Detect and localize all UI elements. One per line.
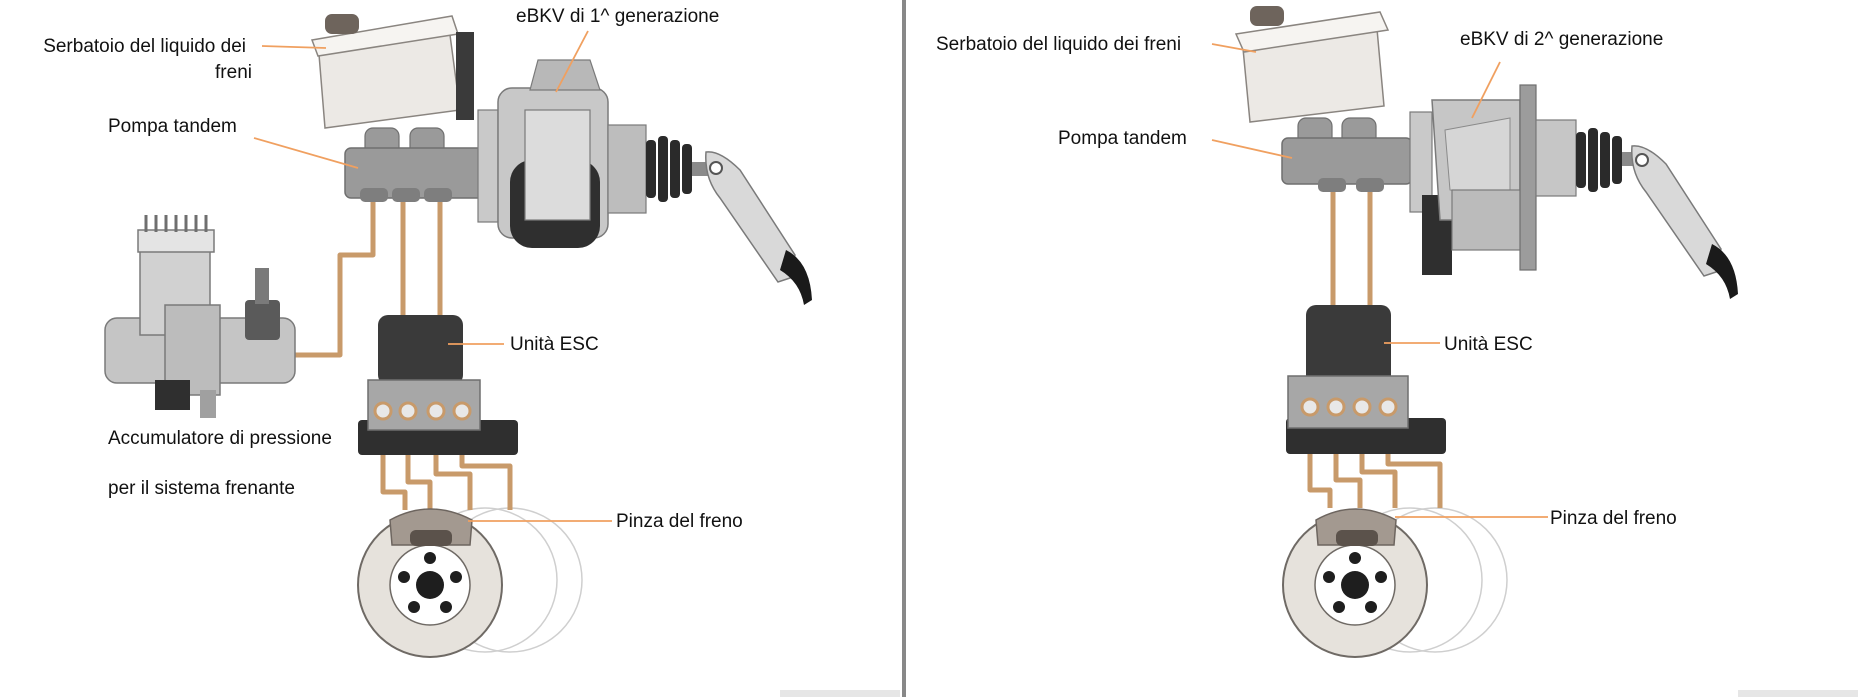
brake-fluid-reservoir bbox=[1234, 6, 1390, 123]
label-tandem-pump: Pompa tandem bbox=[1058, 128, 1187, 149]
esc-unit bbox=[1286, 305, 1446, 454]
right-panel: Serbatoio del liquido dei freni eBKV di … bbox=[936, 6, 1738, 658]
label-esc-unit: Unità ESC bbox=[510, 334, 599, 355]
panel-divider bbox=[902, 0, 906, 697]
label-brake-caliper: Pinza del freno bbox=[1550, 508, 1677, 529]
left-panel: Serbatoio del liquido dei freni eBKV di … bbox=[43, 6, 812, 658]
label-reservoir-line2: freni bbox=[215, 62, 252, 83]
leader-lines bbox=[1211, 43, 1548, 518]
esc-unit bbox=[358, 315, 518, 455]
tandem-pump bbox=[344, 127, 486, 202]
label-ebkv-gen1: eBKV di 1^ generazione bbox=[516, 6, 719, 27]
label-tandem-pump: Pompa tandem bbox=[108, 116, 237, 137]
brake-caliper bbox=[389, 508, 473, 546]
page-shadow bbox=[780, 690, 900, 697]
brake-fluid-reservoir bbox=[310, 14, 474, 129]
page-shadow bbox=[1738, 690, 1858, 697]
label-brake-caliper: Pinza del freno bbox=[616, 511, 743, 532]
label-esc-unit: Unità ESC bbox=[1444, 334, 1533, 355]
brake-caliper bbox=[1315, 508, 1397, 546]
ebkv-gen1 bbox=[477, 59, 712, 248]
ebkv-gen2 bbox=[1409, 84, 1640, 275]
brake-pedal bbox=[1631, 145, 1738, 299]
leader-lines bbox=[253, 30, 612, 522]
label-reservoir: Serbatoio del liquido dei freni bbox=[936, 34, 1181, 55]
brake-pedal bbox=[705, 151, 812, 305]
label-ebkv-gen2: eBKV di 2^ generazione bbox=[1460, 29, 1663, 50]
label-accumulator-line1: Accumulatore di pressione bbox=[108, 428, 332, 449]
label-accumulator-line2: per il sistema frenante bbox=[108, 478, 295, 499]
tandem-pump bbox=[1281, 117, 1413, 192]
label-reservoir: Serbatoio del liquido dei bbox=[43, 36, 246, 57]
pressure-accumulator bbox=[104, 215, 296, 418]
